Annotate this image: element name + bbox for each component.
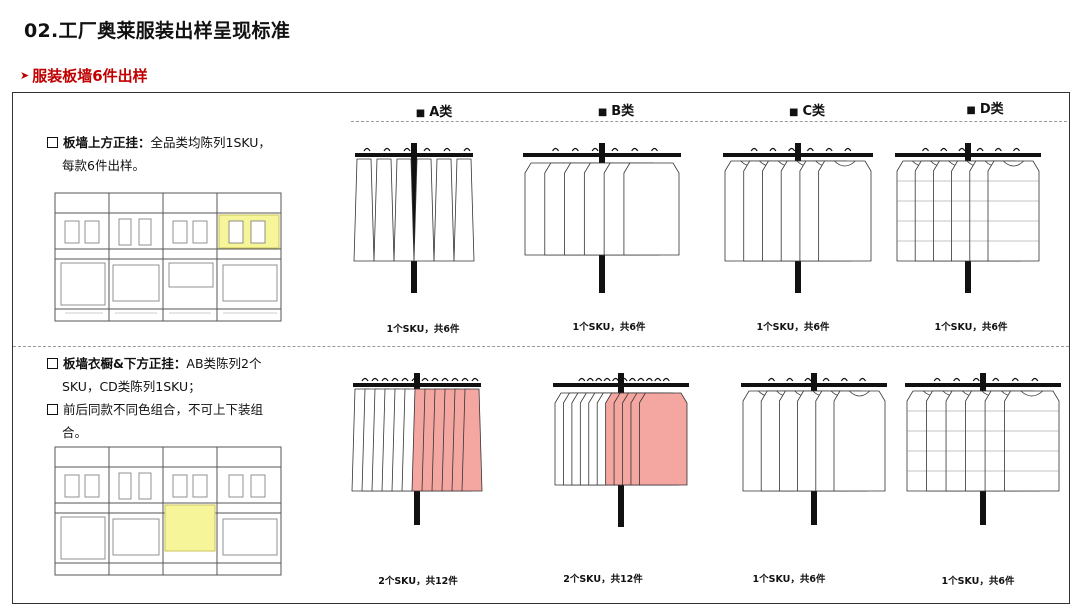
garment-rack-illustration <box>741 373 887 525</box>
checkbox-square-icon <box>47 358 58 369</box>
content-frame: ■A类 ■B类 ■C类 ■D类 板墙上方正挂：全品类均陈列1SKU， 每款6件出… <box>12 92 1070 604</box>
column-head-c: ■C类 <box>789 104 825 119</box>
section-heading-text: 服装板墙6件出样 <box>32 67 148 85</box>
highlight-box <box>164 504 216 552</box>
bottom-caption-d: 1个SKU，共6件 <box>941 576 1015 587</box>
top-rule: 板墙上方正挂：全品类均陈列1SKU， 每款6件出样。 <box>47 131 283 177</box>
bottom-caption-c: 1个SKU，共6件 <box>752 574 826 585</box>
garment-rack-illustration <box>353 143 475 293</box>
garment-rack-illustration <box>895 143 1041 293</box>
column-head-b: ■B类 <box>597 104 635 119</box>
garment-rack-illustration <box>723 143 873 293</box>
garment-rack-illustration <box>553 373 689 527</box>
column-head-a: ■A类 <box>415 105 453 120</box>
checkbox-square-icon <box>47 404 58 415</box>
bottom-caption-a: 2个SKU，共12件 <box>378 576 458 587</box>
wall-illustration-bottom <box>54 446 282 576</box>
wall-illustration-top <box>54 192 282 322</box>
bottom-caption-b: 2个SKU，共12件 <box>563 574 643 585</box>
garment-rack-illustration <box>905 373 1061 525</box>
header-divider <box>351 121 1067 122</box>
arrow-right-icon: ➤ <box>20 69 30 82</box>
column-head-d: ■D类 <box>966 102 1004 117</box>
highlight-box <box>218 214 280 249</box>
bottom-rules: 板墙衣橱&下方正挂：AB类陈列2个 SKU，CD类陈列1SKU； 前后同款不同色… <box>47 352 283 444</box>
page-title: 02.工厂奥莱服装出样呈现标准 <box>24 20 291 42</box>
top-caption-a: 1个SKU，共6件 <box>386 324 460 335</box>
section-heading: ➤ 服装板墙6件出样 <box>20 65 148 86</box>
top-caption-b: 1个SKU，共6件 <box>572 322 646 333</box>
top-caption-c: 1个SKU，共6件 <box>756 322 830 333</box>
checkbox-square-icon <box>47 137 58 148</box>
garment-rack-illustration <box>351 373 483 525</box>
row-divider <box>13 346 1069 347</box>
top-caption-d: 1个SKU，共6件 <box>934 322 1008 333</box>
garment-rack-illustration <box>523 143 681 293</box>
